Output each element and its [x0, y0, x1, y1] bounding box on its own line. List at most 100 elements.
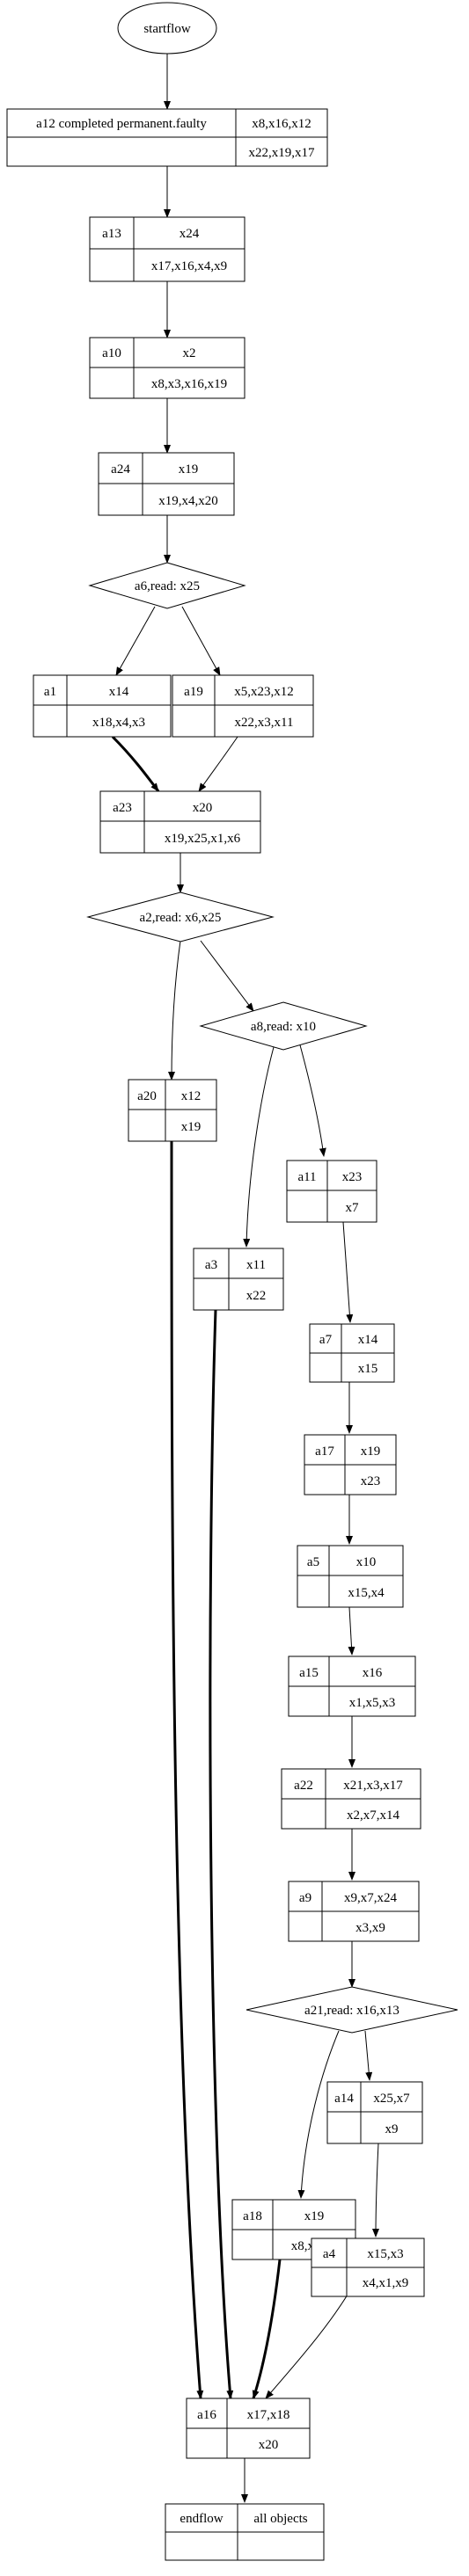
start-label: startflow — [143, 22, 190, 36]
edge-a2-a20 — [168, 940, 181, 1081]
node-a17-out: x23 — [361, 1474, 381, 1488]
node-a1: a1 x14 x18,x4,x3 — [33, 674, 172, 738]
node-a11-in: x23 — [342, 1170, 363, 1184]
decision-a2: a2,read: x6,x25 — [86, 891, 275, 942]
edge-a8-a3 — [243, 1025, 281, 1248]
node-a24: a24 x19 x19,x4,x20 — [98, 452, 235, 516]
node-a23-out: x19,x25,x1,x6 — [165, 832, 241, 846]
node-a14: a14 x25,x7 x9 — [326, 2081, 423, 2144]
start-node: startflow — [117, 2, 217, 55]
node-a20-out: x19 — [181, 1120, 202, 1134]
edge-a4-a16 — [265, 2294, 348, 2399]
decision-a8-label: a8,read: x10 — [251, 1020, 316, 1034]
node-a13-out: x17,x16,x4,x9 — [151, 259, 227, 273]
node-a9-in: x9,x7,x24 — [344, 1891, 398, 1905]
node-a11-out: x7 — [346, 1201, 360, 1215]
node-a4-in: x15,x3 — [367, 2247, 403, 2261]
node-a12-id: a12 completed permanent.faulty — [36, 117, 207, 131]
node-a4-id: a4 — [323, 2247, 336, 2261]
node-a17-id: a17 — [315, 1444, 334, 1459]
edge-a3-a16 — [209, 1309, 234, 2399]
node-a20: a20 x12 x19 — [128, 1079, 217, 1142]
node-a3-out: x22 — [246, 1289, 267, 1303]
node-a11-id: a11 — [297, 1170, 316, 1184]
edge-a11-a7 — [342, 1221, 354, 1323]
node-a3-id: a3 — [205, 1258, 217, 1272]
node-a9: a9 x9,x7,x24 x3,x9 — [288, 1881, 420, 1942]
end-node: endflow all objects — [165, 2503, 325, 2561]
node-a23-in: x20 — [193, 801, 213, 815]
node-a16-out: x20 — [259, 2438, 279, 2452]
node-a4-out: x4,x1,x9 — [363, 2276, 409, 2290]
node-a19-id: a19 — [184, 685, 203, 699]
node-a17-in: x19 — [361, 1444, 381, 1459]
node-a13-id: a13 — [102, 227, 121, 241]
edge-a1-a23 — [111, 735, 160, 792]
node-a3: a3 x11 x22 — [193, 1248, 284, 1311]
node-a7-id: a7 — [319, 1333, 333, 1347]
node-a14-out: x9 — [385, 2122, 399, 2136]
node-a19: a19 x5,x23,x12 x22,x3,x11 — [172, 674, 314, 738]
node-a18-id: a18 — [243, 2209, 262, 2223]
node-a5-out: x15,x4 — [348, 1586, 385, 1600]
node-a1-in: x14 — [109, 685, 129, 699]
node-a24-id: a24 — [111, 462, 130, 477]
end-node-objects: all objects — [253, 2512, 307, 2526]
decision-a21-label: a21,read: x16,x13 — [304, 2004, 399, 2018]
edge-a5-a15 — [348, 1606, 355, 1655]
node-a24-out: x19,x4,x20 — [158, 494, 218, 508]
edge-a2-a8 — [200, 940, 254, 1012]
node-a1-out: x18,x4,x3 — [92, 716, 145, 730]
node-a17: a17 x19 x23 — [304, 1434, 397, 1495]
node-a5: a5 x10 x15,x4 — [297, 1545, 404, 1608]
node-a24-in: x19 — [179, 462, 199, 477]
node-a22-id: a22 — [294, 1779, 313, 1793]
node-a15-out: x1,x5,x3 — [349, 1696, 396, 1710]
decision-a2-label: a2,read: x6,x25 — [140, 911, 222, 925]
node-a16: a16 x17,x18 x20 — [186, 2398, 311, 2459]
edge-a21-a14 — [364, 2030, 373, 2081]
node-a12-out: x22,x19,x17 — [249, 146, 316, 160]
edge-a20-a16 — [170, 1140, 204, 2399]
node-a20-in: x12 — [181, 1089, 202, 1103]
node-a12: a12 completed permanent.faulty x8,x16,x1… — [6, 108, 328, 167]
node-a10-id: a10 — [102, 346, 121, 360]
node-a9-id: a9 — [299, 1891, 311, 1905]
end-node-label: endflow — [180, 2512, 223, 2526]
node-a16-id: a16 — [197, 2408, 216, 2422]
node-a23-id: a23 — [113, 801, 132, 815]
node-a22-in: x21,x3,x17 — [343, 1779, 403, 1793]
decision-a6-label: a6,read: x25 — [135, 579, 200, 593]
node-a11: a11 x23 x7 — [286, 1160, 377, 1223]
edge-a6-a19 — [181, 606, 221, 676]
edge-a14-a4 — [372, 2143, 380, 2238]
node-a7-out: x15 — [358, 1362, 378, 1376]
node-a15-id: a15 — [299, 1666, 319, 1680]
node-a18-in: x19 — [304, 2209, 325, 2223]
node-a10: a10 x2 x8,x3,x16,x19 — [89, 337, 245, 399]
node-a15-in: x16 — [363, 1666, 383, 1680]
edge-a19-a23 — [198, 736, 238, 792]
decision-a21: a21,read: x16,x13 — [245, 1986, 458, 2034]
node-a7-in: x14 — [358, 1333, 378, 1347]
node-a12-in: x8,x16,x12 — [252, 117, 311, 131]
edge-a6-a1 — [115, 606, 156, 676]
node-a5-in: x10 — [356, 1555, 377, 1569]
node-a15: a15 x16 x1,x5,x3 — [288, 1655, 416, 1717]
node-a1-id: a1 — [44, 685, 56, 699]
node-a18: a18 x19 x8,x5,x3 — [231, 2199, 356, 2260]
node-a19-out: x22,x3,x11 — [235, 716, 294, 730]
node-a10-out: x8,x3,x16,x19 — [151, 377, 227, 391]
node-a23: a23 x20 x19,x25,x1,x6 — [99, 790, 261, 854]
node-a16-in: x17,x18 — [247, 2408, 290, 2422]
node-a5-id: a5 — [307, 1555, 319, 1569]
node-a22: a22 x21,x3,x17 x2,x7,x14 — [281, 1768, 421, 1830]
node-a22-out: x2,x7,x14 — [347, 1808, 400, 1823]
node-a14-id: a14 — [334, 2092, 354, 2106]
node-a13: a13 x24 x17,x16,x4,x9 — [89, 216, 245, 282]
decision-a8: a8,read: x10 — [199, 1001, 368, 1051]
node-a19-in: x5,x23,x12 — [234, 685, 294, 699]
node-a9-out: x3,x9 — [355, 1921, 385, 1935]
node-a7: a7 x14 x15 — [309, 1323, 395, 1383]
